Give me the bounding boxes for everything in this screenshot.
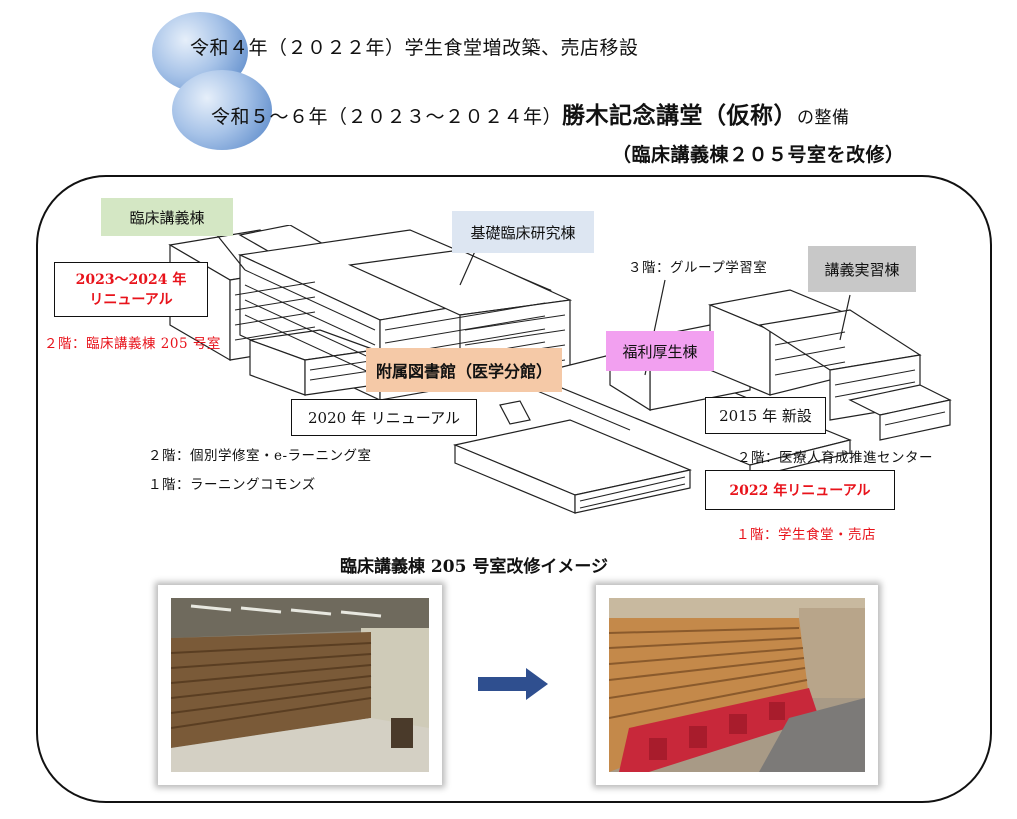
renew-2023-2024-box: 2023～2024 年 リニューアル <box>54 262 208 317</box>
header-circle-2 <box>172 70 272 150</box>
before-photo <box>158 585 442 785</box>
new-2015-box: 2015 年 新設 <box>705 397 826 434</box>
renew-2022-box: 2022 年リニューアル <box>705 470 895 510</box>
label-library-building: 附属図書館（医学分館） <box>366 348 562 392</box>
note-floor3-group: ３階：グループ学習室 <box>628 260 768 276</box>
arrow-right-icon <box>478 668 548 700</box>
renovation-caption: 臨床講義棟 205 号室改修イメージ <box>340 557 608 577</box>
header-line-2-emphasis: 勝木記念講堂（仮称） <box>562 102 798 129</box>
header-line-2-tail: の整備 <box>797 108 850 128</box>
renew-2023-line1: 2023～2024 年 <box>75 271 187 288</box>
note-floor2-rinsho: ２階：臨床講義棟 205 号室 <box>44 336 221 352</box>
after-photo <box>596 585 878 785</box>
note-library-floor1: １階：ラーニングコモンズ <box>148 477 316 493</box>
label-rinsho-building: 臨床講義棟 <box>101 198 233 236</box>
note-fukuri-floor2: ２階：医療人育成推進センター <box>737 450 933 466</box>
renew-2020-box: 2020 年 リニューアル <box>291 399 477 436</box>
header-line-2-main: 令和５～６年（２０２３～２０２４年） <box>211 106 563 128</box>
renew-2023-line2: リニューアル <box>89 291 173 308</box>
label-fukuri-building: 福利厚生棟 <box>606 331 714 371</box>
header-line-1: 令和４年（２０２２年）学生食堂増改築、売店移設 <box>190 37 639 59</box>
header-line-3: （臨床講義棟２０５号室を改修） <box>612 144 905 166</box>
label-kogi-building: 講義実習棟 <box>808 246 916 292</box>
header-line-2: 令和５～６年（２０２３～２０２４年）勝木記念講堂（仮称）の整備 <box>211 96 850 130</box>
note-library-floor2: ２階：個別学修室・e-ラーニング室 <box>148 448 372 464</box>
note-fukuri-floor1: １階：学生食堂・売店 <box>736 527 876 543</box>
label-kiso-building: 基礎臨床研究棟 <box>452 211 594 253</box>
campus-panel <box>36 175 992 803</box>
